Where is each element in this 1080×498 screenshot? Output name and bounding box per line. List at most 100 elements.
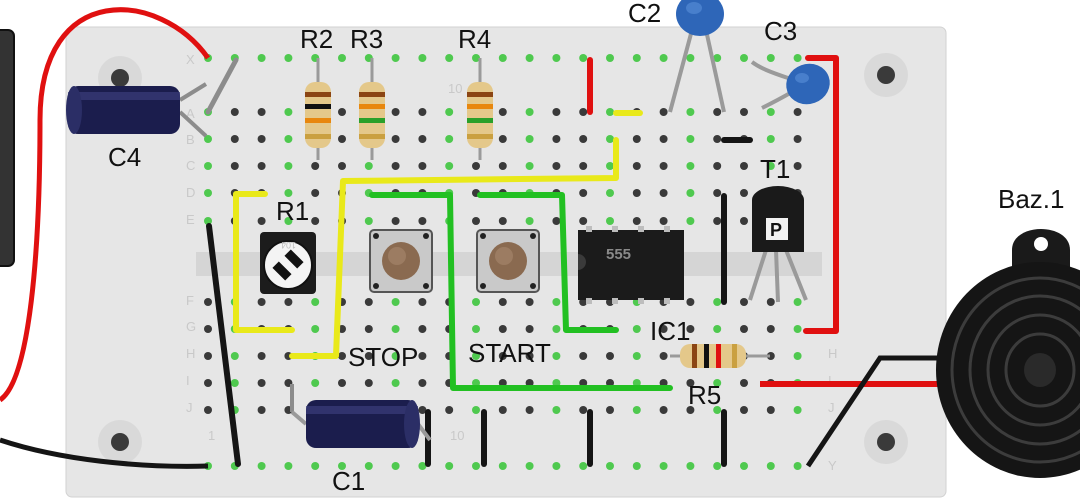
capacitor-c1: [290, 400, 432, 448]
breadboard-hole: [418, 217, 427, 225]
breadboard-hole: [311, 162, 320, 170]
breadboard-hole: [472, 298, 480, 306]
breadboard-hole: [793, 162, 802, 170]
breadboard-hole: [204, 189, 212, 197]
breadboard-hole: [364, 462, 373, 470]
trimmer-r1: 104: [260, 232, 316, 294]
resistor-r2: [305, 58, 331, 160]
col-marker-1: 1: [208, 428, 215, 443]
breadboard-hole: [284, 54, 293, 62]
label-start: START: [468, 338, 551, 368]
row-label-h: H: [186, 346, 195, 361]
start-button: [476, 229, 540, 293]
breadboard-hole: [230, 162, 239, 170]
battery-red-wire: [0, 7, 211, 403]
breadboard-hole: [766, 325, 775, 333]
breadboard-hole: [659, 325, 668, 333]
capacitor-c3: [750, 60, 830, 110]
label-c1: C1: [332, 466, 365, 496]
breadboard-hole: [445, 462, 454, 470]
breadboard-hole: [606, 217, 614, 225]
breadboard-hole: [740, 298, 748, 306]
breadboard-hole: [498, 298, 507, 306]
breadboard-hole: [257, 108, 266, 116]
row-label-f: F: [186, 293, 194, 308]
breadboard-hole: [364, 162, 373, 170]
breadboard-hole: [472, 325, 480, 333]
resistor-r5: [670, 344, 770, 368]
breadboard-hole: [230, 379, 239, 387]
breadboard-hole: [418, 379, 427, 387]
breadboard-hole: [204, 162, 212, 170]
breadboard-hole: [391, 352, 400, 360]
breadboard-hole: [418, 406, 427, 414]
breadboard-hole: [713, 462, 722, 470]
battery-black-wire: [0, 437, 209, 469]
row-label-g: G: [186, 319, 196, 334]
breadboard-hole: [632, 54, 641, 62]
breadboard-hole: [418, 352, 427, 360]
row-label-x: X: [186, 52, 195, 67]
breadboard-hole: [713, 325, 722, 333]
wire-green-stop: [369, 192, 673, 391]
breadboard-hole: [338, 352, 346, 360]
breadboard-hole: [740, 325, 748, 333]
breadboard-hole: [740, 462, 748, 470]
breadboard-hole: [498, 406, 507, 414]
breadboard-hole: [686, 108, 695, 116]
breadboard-hole: [740, 54, 748, 62]
breadboard-hole: [713, 162, 722, 170]
breadboard-hole: [230, 352, 239, 360]
breadboard-hole: [204, 352, 212, 360]
breadboard-hole: [498, 162, 507, 170]
breadboard-hole: [284, 217, 293, 225]
breadboard-hole: [204, 406, 212, 414]
breadboard-hole: [659, 352, 668, 360]
breadboard-hole: [766, 462, 775, 470]
breadboard-hole: [498, 352, 507, 360]
breadboard-hole: [418, 162, 427, 170]
label-buzzer: Baz.1: [998, 184, 1065, 214]
breadboard-hole: [391, 54, 400, 62]
breadboard-hole: [766, 108, 775, 116]
label-c3: C3: [764, 16, 797, 46]
breadboard-hole: [659, 162, 668, 170]
breadboard-hole: [472, 217, 480, 225]
breadboard-hole: [579, 54, 588, 62]
breadboard-hole: [204, 325, 212, 333]
breadboard-hole: [632, 162, 641, 170]
breadboard-hole: [632, 135, 641, 143]
breadboard-hole: [686, 406, 695, 414]
breadboard-hole: [418, 108, 427, 116]
breadboard-hole: [257, 162, 266, 170]
breadboard-hole: [632, 217, 641, 225]
breadboard-hole: [740, 108, 748, 116]
breadboard-hole: [793, 135, 802, 143]
mounting-hole: [864, 53, 908, 97]
label-ic1: IC1: [650, 316, 690, 346]
breadboard-hole: [552, 54, 561, 62]
breadboard-hole: [284, 298, 293, 306]
breadboard-hole: [659, 462, 668, 470]
label-c4: C4: [108, 142, 141, 172]
breadboard-hole: [713, 54, 722, 62]
wire-yellow-top: [289, 137, 619, 359]
row-label-c: C: [186, 158, 195, 173]
breadboard-hole: [740, 406, 748, 414]
breadboard-hole: [793, 325, 802, 333]
breadboard-hole: [713, 379, 722, 387]
breadboard-hole: [632, 325, 641, 333]
row-label-i-right: I: [828, 373, 832, 388]
breadboard-hole: [364, 379, 373, 387]
breadboard-hole: [766, 54, 775, 62]
breadboard-hole: [659, 108, 668, 116]
breadboard-hole: [257, 135, 266, 143]
col-marker-10: 10: [450, 428, 464, 443]
breadboard-hole: [445, 108, 454, 116]
ic-555-chip: 555: [578, 226, 684, 304]
breadboard-hole: [204, 379, 212, 387]
breadboard-hole: [713, 217, 722, 225]
row-label-b: B: [186, 132, 195, 147]
breadboard-hole: [257, 54, 266, 62]
trimmer-marking: 104: [281, 240, 296, 250]
